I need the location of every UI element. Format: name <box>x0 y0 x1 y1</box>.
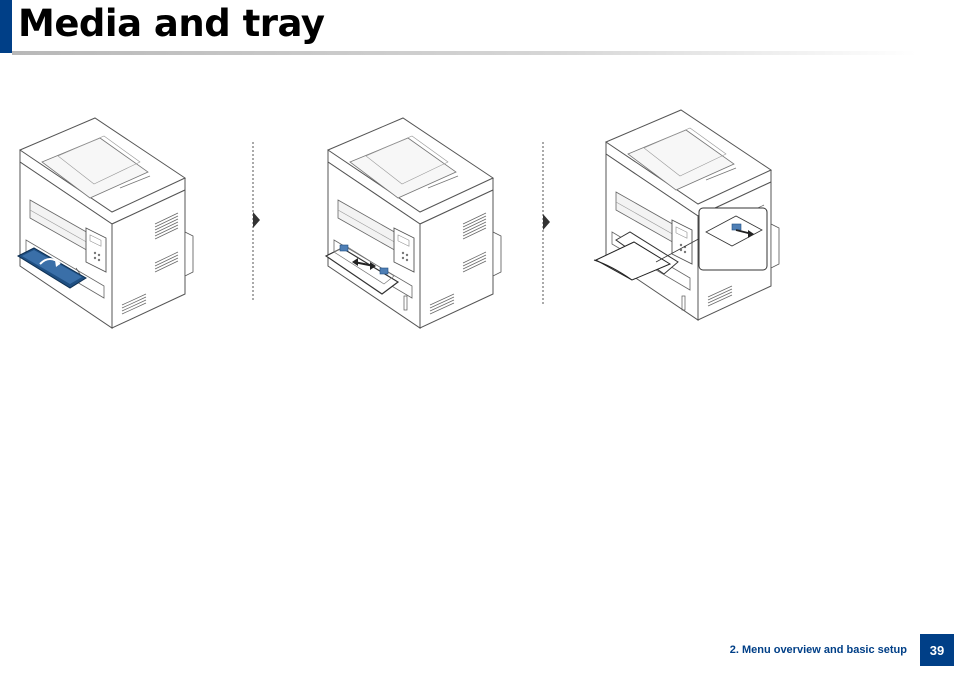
page-title: Media and tray <box>18 2 325 46</box>
step-separator-2 <box>543 142 550 304</box>
step-1-illustration <box>18 118 193 328</box>
step-3-illustration <box>594 110 779 320</box>
triangle-arrow-right-icon <box>253 212 260 228</box>
header-accent-bar <box>0 0 12 53</box>
figure-drawing <box>0 100 954 340</box>
triangle-arrow-right-icon <box>543 214 550 230</box>
step-separator-1 <box>253 142 260 300</box>
step-2-illustration <box>326 118 501 328</box>
title-divider <box>12 51 917 55</box>
page-number-badge: 39 <box>920 634 954 666</box>
tray-loading-figure <box>0 100 954 340</box>
footer-section-title: 2. Menu overview and basic setup <box>730 644 907 656</box>
